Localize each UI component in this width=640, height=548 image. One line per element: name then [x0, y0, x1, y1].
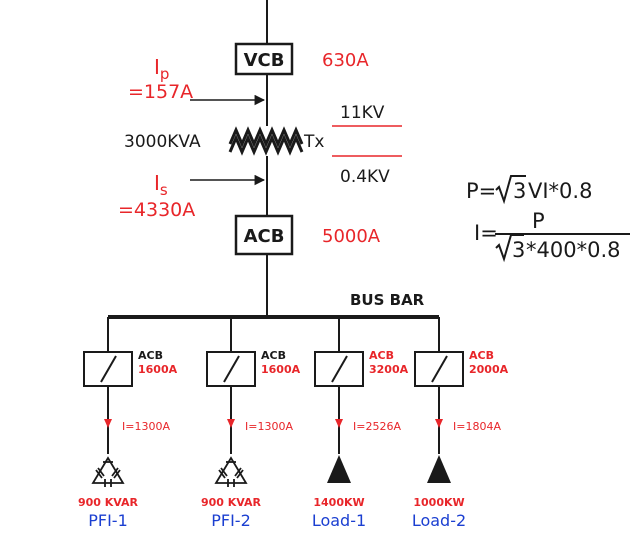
hv-voltage: 11KV	[340, 103, 385, 123]
feeder-load-2: 900 KVAR	[201, 496, 262, 509]
lv-voltage: 0.4KV	[340, 167, 390, 187]
current-formula-denominator: *400*0.8	[526, 238, 620, 262]
vcb-label: VCB	[244, 50, 285, 71]
feeder-acb-label-3: ACB	[369, 349, 394, 362]
feeder-switch-blade-1	[100, 355, 117, 383]
load-triangle-icon	[327, 455, 351, 483]
power-formula-lhs: P=	[466, 179, 496, 203]
current-arrow-icon	[104, 419, 112, 428]
feeder-acb-rating-1: 1600A	[138, 363, 178, 376]
feeder-name-3: Load-1	[312, 511, 366, 530]
feeder-switch-blade-2	[223, 355, 240, 383]
current-formula-numerator: P	[532, 209, 545, 233]
is-value: =4330A	[118, 199, 195, 221]
feeder-switch-blade-4	[431, 355, 448, 383]
feeder-acb-rating-2: 1600A	[261, 363, 301, 376]
current-arrow-icon	[227, 419, 235, 428]
feeder-current-1: I=1300A	[122, 420, 170, 433]
power-formula-rhs: VI*0.8	[528, 179, 592, 203]
current-arrow-icon	[335, 419, 343, 428]
feeder-current-4: I=1804A	[453, 420, 501, 433]
feeder-acb-rating-4: 2000A	[469, 363, 509, 376]
feeder-name-2: PFI-2	[211, 511, 251, 530]
feeder-acb-label-4: ACB	[469, 349, 494, 362]
feeder-acb-rating-3: 3200A	[369, 363, 409, 376]
feeder-name-1: PFI-1	[88, 511, 128, 530]
load-triangle-icon	[427, 455, 451, 483]
power-formula-root-sign	[495, 175, 526, 205]
feeder-acb-label-1: ACB	[138, 349, 163, 362]
feeder-load-1: 900 KVAR	[78, 496, 139, 509]
feeder-name-4: Load-2	[412, 511, 466, 530]
main-acb-rating: 5000A	[322, 226, 381, 247]
current-formula-lhs: I=	[474, 221, 498, 245]
capacitor-icon	[214, 456, 248, 487]
is-label: Is	[154, 171, 168, 199]
power-formula: P= 3 VI*0.8 I= P 3 *400*0.8	[466, 175, 630, 263]
busbar-label: BUS BAR	[350, 291, 425, 309]
feeder-current-3: I=2526A	[353, 420, 401, 433]
capacitor-icon	[91, 456, 125, 487]
tx-label: Tx	[303, 132, 324, 152]
transformer-rating: 3000KVA	[124, 132, 201, 152]
current-formula-denominator-root: 3	[512, 238, 525, 262]
ip-label: Ip	[154, 55, 169, 83]
current-arrow-icon	[435, 419, 443, 428]
main-acb-box[interactable]	[234, 214, 294, 256]
power-formula-root: 3	[513, 179, 526, 203]
transformer-icon	[228, 126, 304, 156]
feeder-switch-blade-3	[331, 355, 348, 383]
main-acb-label: ACB	[244, 226, 285, 247]
feeder-load-4: 1000KW	[413, 496, 464, 509]
current-formula-root-sign	[495, 234, 524, 263]
ip-value: =157A	[128, 81, 193, 103]
vcb-box[interactable]	[234, 42, 294, 76]
vcb-rating: 630A	[322, 50, 369, 71]
feeder-load-3: 1400KW	[313, 496, 364, 509]
feeder-current-2: I=1300A	[245, 420, 293, 433]
feeder-acb-label-2: ACB	[261, 349, 286, 362]
